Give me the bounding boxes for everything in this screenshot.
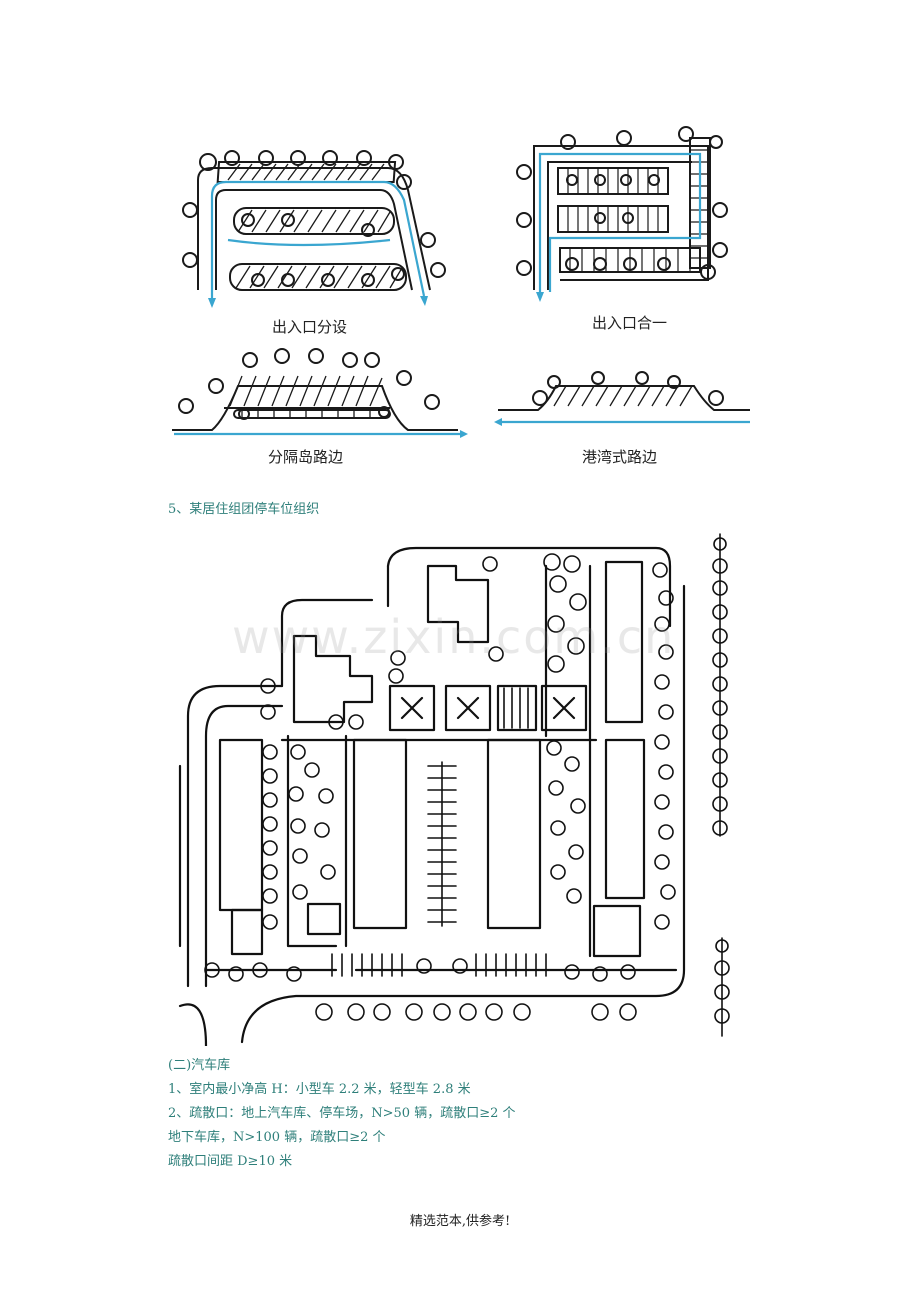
label-island-roadside: 分隔岛路边 bbox=[268, 448, 343, 466]
label-bay-roadside: 港湾式路边 bbox=[582, 448, 657, 466]
page-footer: 精选范本,供参考! bbox=[409, 1214, 511, 1229]
body-line-3: 地下车库，N>100 辆，疏散口≥2 个 bbox=[168, 1130, 386, 1145]
section-heading: (二)汽车库 bbox=[168, 1058, 231, 1073]
watermark: www.zixin.com.cn bbox=[232, 610, 676, 664]
parking-layout-sketches: 出入口分设 出入口合一 分隔岛路边 港湾式路边 bbox=[172, 126, 750, 466]
label-combined-entrance: 出入口合一 bbox=[592, 314, 667, 332]
body-line-2: 2、疏散口：地上汽车库、停车场，N>50 辆，疏散口≥2 个 bbox=[168, 1106, 516, 1121]
body-line-4: 疏散口间距 D≥10 米 bbox=[168, 1154, 293, 1169]
body-line-1: 1、室内最小净高 H：小型车 2.2 米，轻型车 2.8 米 bbox=[168, 1082, 471, 1097]
label-separate-entrance: 出入口分设 bbox=[272, 318, 347, 336]
figure-caption: 5、某居住组团停车位组织 bbox=[168, 502, 320, 517]
residential-cluster-parking-plan bbox=[178, 533, 730, 1046]
